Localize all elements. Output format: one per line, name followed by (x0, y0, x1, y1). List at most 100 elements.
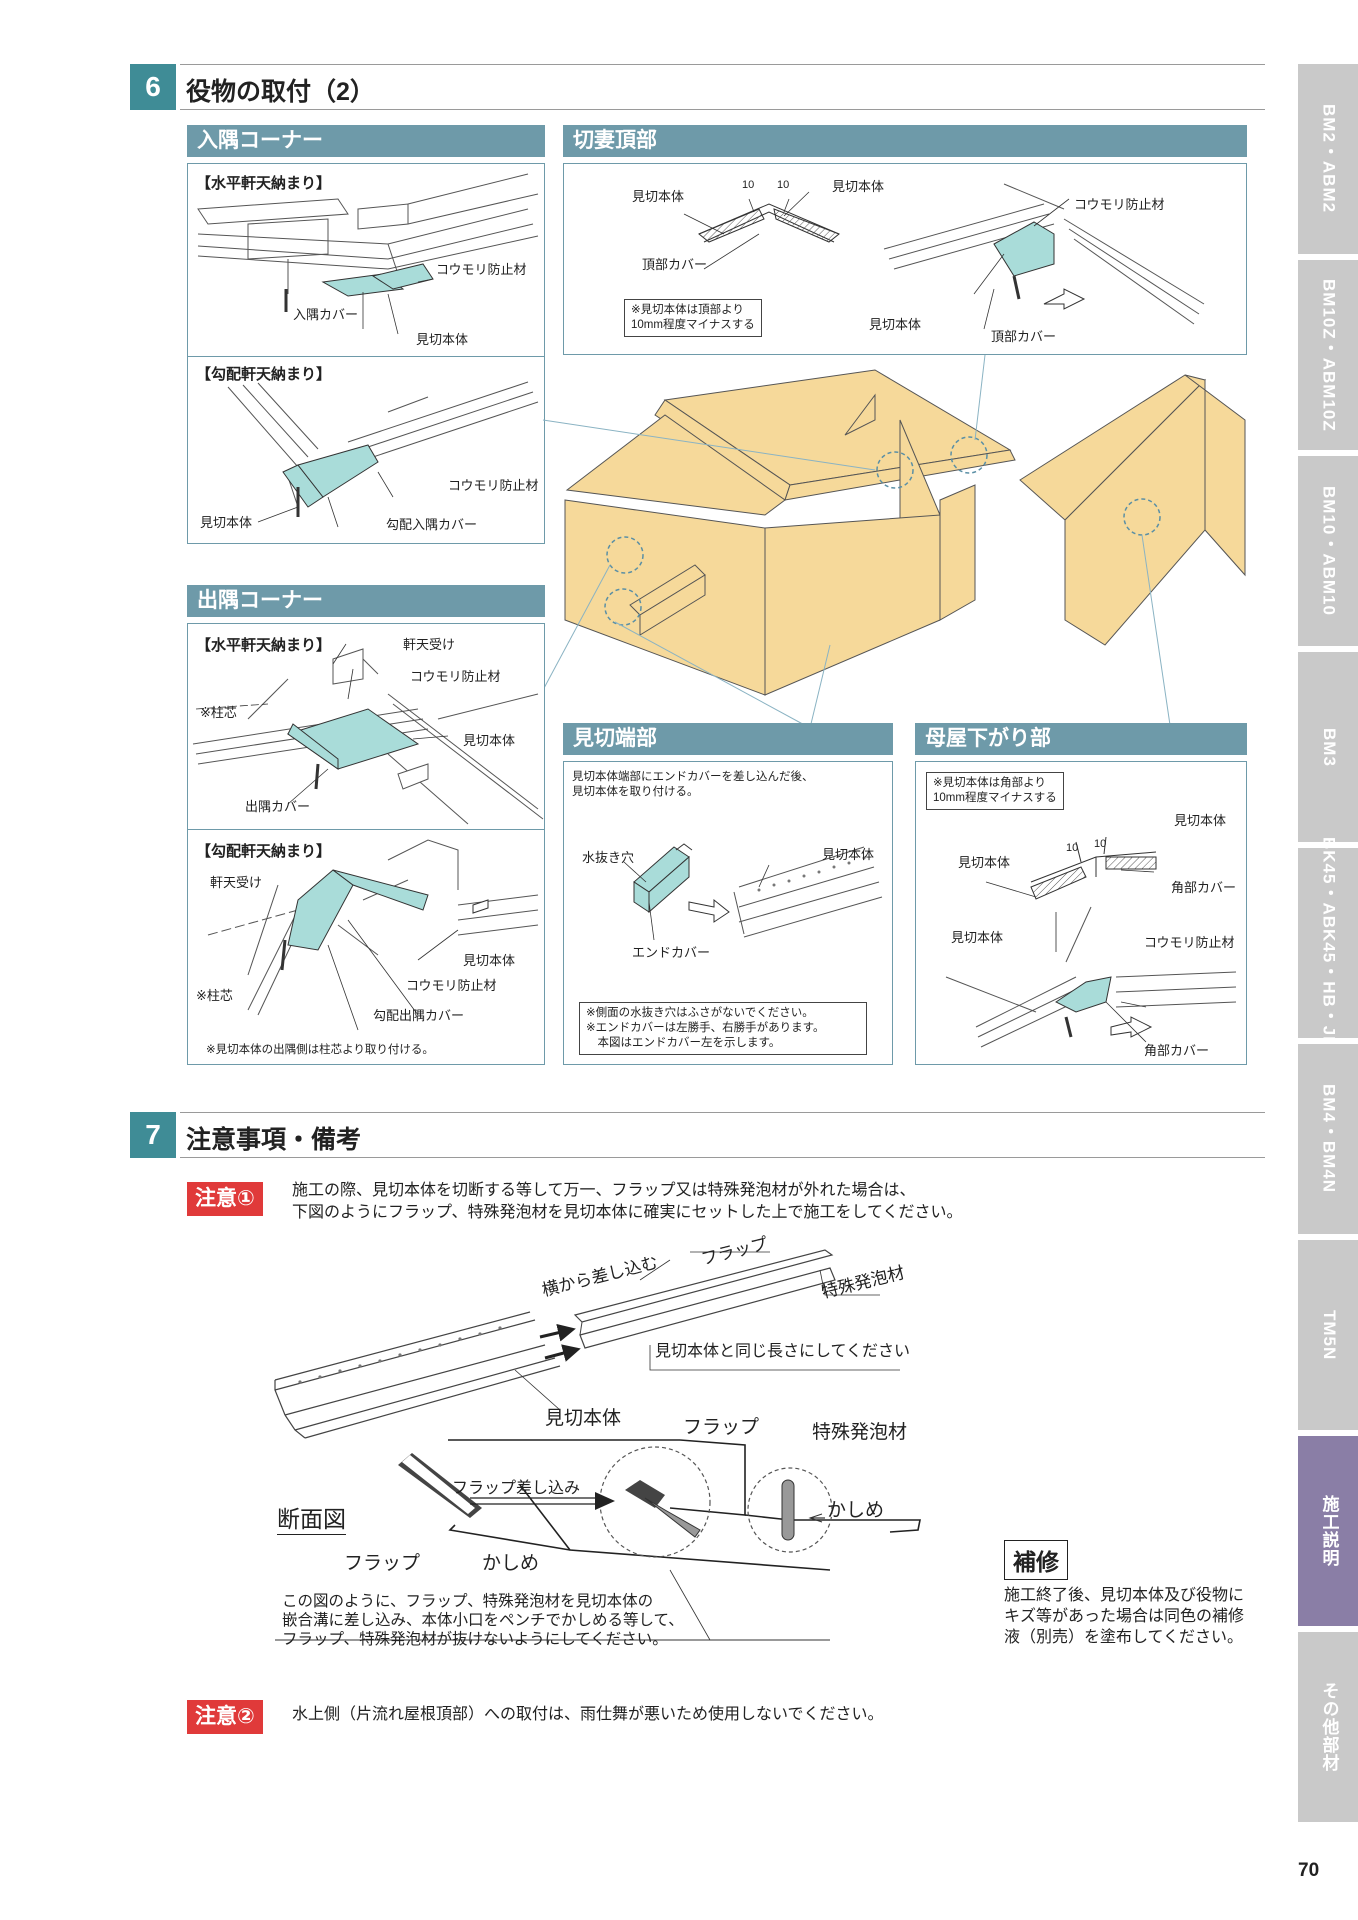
divider (180, 1157, 1265, 1158)
caution-2-badge: 注意② (187, 1700, 263, 1734)
label-komori: コウモリ防止材 (406, 978, 497, 993)
label-komori: コウモリ防止材 (410, 669, 501, 684)
section-number: 7 (130, 1112, 176, 1158)
label-komori: コウモリ防止材 (1074, 197, 1165, 212)
kirizuma-drawing (683, 183, 1205, 330)
dim-10-left: 10 (742, 179, 755, 191)
label-komori: コウモリ防止材 (448, 478, 539, 493)
label-corner-cover: 角部カバー (1171, 880, 1237, 895)
caution-2-text: 水上側（片流れ屋根頂部）への取付は、雨仕舞が悪いため使用しないでください。 (292, 1706, 884, 1723)
irisumi-horizontal-panel: 【水平軒天納まり】 コウモリ防止材 入隅カバー 見切本体 (187, 163, 545, 358)
tab-bm10[interactable]: BM10・ABM10 (1298, 456, 1358, 646)
label-mikiri-body: 見切本体 (200, 515, 253, 530)
irisumi-horizontal-drawing (197, 173, 539, 335)
label-slope-irisumi-cover: 勾配入隅カバー (386, 517, 478, 532)
divider (180, 1112, 1265, 1113)
tab-bm2[interactable]: BM2・ABM2 (1298, 64, 1358, 254)
label-same-length: 見切本体と同じ長さにしてください (655, 1343, 911, 1360)
tab-label: その他部材 (1319, 1682, 1339, 1772)
desumi-slope-panel: 【勾配軒天納まり】 軒天受け 見切本体 ※柱芯 コウモリ防止材 勾配出隅カバー … (187, 829, 545, 1065)
tab-bm3[interactable]: BM3 (1298, 652, 1358, 842)
irisumi-slope-drawing (227, 381, 539, 528)
desumi-slope-title: 【勾配軒天納まり】 (196, 843, 332, 860)
irisumi-slope-panel: 【勾配軒天納まり】 コウモリ防止材 見切本体 勾配入隅カバー (187, 356, 545, 544)
moya-drawing (945, 836, 1237, 1048)
figure-caption: この図のように、フラップ、特殊発泡材を見切本体の 嵌合溝に差し込み、本体小口をペ… (282, 1593, 684, 1648)
section-6-header: 6 役物の取付（2） (130, 64, 1265, 110)
mikiri-end-note: ※側面の水抜き穴はふさがないでください。 ※エンドカバーは左勝手、右勝手がありま… (579, 1002, 867, 1055)
tab-label: BM3 (1320, 727, 1339, 767)
kirizuma-note: ※見切本体は頂部より 10mm程度マイナスする (624, 299, 762, 337)
moya-panel: ※見切本体は角部より 10mm程度マイナスする (915, 761, 1247, 1065)
mikiri-end-panel: 見切本体端部にエンドカバーを差し込んだ後、 見切本体を取り付ける。 水抜き穴 見… (563, 761, 893, 1065)
tab-label: BM2・ABM2 (1319, 104, 1339, 214)
irisumi-horizontal-title: 【水平軒天納まり】 (196, 175, 332, 192)
label-slope-desumi-cover: 勾配出隅カバー (373, 1008, 465, 1023)
tab-bm10z[interactable]: BM10Z・ABM10Z (1298, 260, 1358, 450)
desumi-header: 出隅コーナー (187, 585, 545, 617)
tab-label: TM5N (1320, 1309, 1339, 1361)
label-flap-insert: フラップ差し込み (452, 1480, 581, 1497)
tab-bk45[interactable]: BK45・ABK45・HB・JB (1298, 837, 1358, 1049)
tab-tm5n[interactable]: TM5N (1298, 1240, 1358, 1430)
dim-10-right: 10 (777, 179, 790, 191)
tab-label: BM10・ABM10 (1319, 486, 1339, 616)
label-special-foam: 特殊発泡材 (812, 1422, 908, 1443)
label-top-cover: 頂部カバー (991, 329, 1057, 344)
label-mikiri-body: 見切本体 (869, 317, 922, 332)
mikiri-end-header: 見切端部 (563, 723, 893, 755)
tab-construction[interactable]: 施工説明 (1298, 1436, 1358, 1626)
label-kashime-bottom: かしめ (482, 1553, 540, 1574)
label-top-cover: 頂部カバー (642, 257, 708, 272)
repair-title: 補修 (1004, 1540, 1068, 1580)
label-irisumi-cover: 入隅カバー (293, 307, 359, 322)
desumi-horizontal-panel: 【水平軒天納まり】 軒天受け コウモリ防止材 ※柱芯 見切本体 出隅カバー (187, 623, 545, 831)
flap-figure (274, 1249, 921, 1641)
label-end-cover: エンドカバー (632, 945, 711, 960)
divider (180, 109, 1265, 110)
section-title: 注意事項・備考 (186, 1126, 362, 1154)
dim-10-left: 10 (1066, 842, 1079, 854)
moya-header: 母屋下がり部 (915, 723, 1247, 755)
mikiri-end-desc: 見切本体端部にエンドカバーを差し込んだ後、 見切本体を取り付ける。 (572, 771, 814, 798)
section-title: 役物の取付（2） (186, 78, 375, 106)
tab-label: BK45・ABK45・HB・JB (1319, 836, 1339, 1050)
moya-note: ※見切本体は角部より 10mm程度マイナスする (926, 772, 1064, 810)
section-7-header: 7 注意事項・備考 (130, 1112, 1265, 1158)
label-drain-hole: 水抜き穴 (582, 850, 635, 865)
caution-1-badge: 注意① (187, 1182, 263, 1216)
tab-others[interactable]: その他部材 (1298, 1632, 1358, 1822)
section-view-title: 断面図 (277, 1500, 346, 1535)
label-mikiri-body: 見切本体 (951, 930, 1004, 945)
desumi-slope-drawing (207, 839, 539, 1031)
house-illustration (542, 354, 1246, 729)
irisumi-slope-title: 【勾配軒天納まり】 (196, 366, 332, 383)
desumi-horizontal-title: 【水平軒天納まり】 (196, 637, 332, 654)
label-column-center: ※柱芯 (196, 988, 233, 1003)
kirizuma-header: 切妻頂部 (563, 125, 1247, 157)
label-komori: コウモリ防止材 (1144, 935, 1235, 950)
label-mikiri-body: 見切本体 (958, 855, 1011, 870)
repair-text: 施工終了後、見切本体及び役物に キズ等があった場合は同色の補修 液（別売）を塗布… (1004, 1587, 1245, 1646)
label-mikiri-body: 見切本体 (463, 953, 516, 968)
mikiri-end-drawing (623, 843, 883, 941)
label-mikiri-body: 見切本体 (822, 847, 875, 862)
label-flap-bottom: フラップ (344, 1553, 421, 1574)
irisumi-header: 入隅コーナー (187, 125, 545, 157)
label-flap: フラップ (683, 1417, 760, 1438)
desumi-horizontal-drawing (192, 643, 544, 825)
label-mikiri-body: 見切本体 (1174, 813, 1227, 828)
divider (180, 64, 1265, 65)
tab-bm4[interactable]: BM4・BM4N (1298, 1044, 1358, 1234)
label-nokiten-uke: 軒天受け (210, 875, 263, 890)
section-number: 6 (130, 64, 176, 110)
label-mikiri-body: 見切本体 (416, 332, 469, 347)
label-mikiri-body: 見切本体 (545, 1408, 622, 1429)
label-desumi-cover: 出隅カバー (245, 799, 311, 814)
label-column-center: ※柱芯 (200, 705, 237, 720)
tab-label: BM10Z・ABM10Z (1319, 278, 1339, 432)
label-mikiri-body: 見切本体 (632, 189, 685, 204)
label-nokiten-uke: 軒天受け (403, 637, 456, 652)
label-kashime-right: かしめ (827, 1500, 885, 1521)
page-number: 70 (1298, 1860, 1320, 1881)
